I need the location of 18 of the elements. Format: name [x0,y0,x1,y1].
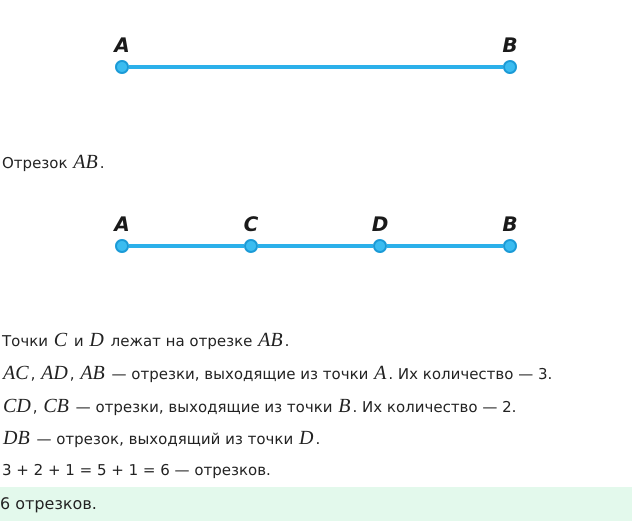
answer-band [0,487,632,521]
point-label: D [370,213,390,235]
segment-line [258,244,373,248]
answer-text: 6 отрезков. [0,493,97,515]
solution-text: 3 + 2 + 1 = 5 + 1 = 6 — отрезков. [2,460,272,481]
point-label: C [242,213,260,235]
point-label: B [501,213,519,235]
solution-text: AC, AD, AB — отрезки, выходящие из точки A. Их количество — 3. [2,362,554,385]
solution-text: CD, CB — отрезки, выходящие из точки B. Их количество — 2. [2,395,518,418]
segment-line [387,244,503,248]
solution-text: DB — отрезок, выходящий из точки D. [2,427,322,450]
point-label: A [112,34,131,56]
point-label: B [501,34,519,56]
point-label: A [112,213,131,235]
solution-text: Отрезок AB. [2,151,106,174]
solution-text: Точки C и D лежат на отрезке AB. [2,329,290,352]
segment-line [129,244,244,248]
segment-line [129,65,503,69]
